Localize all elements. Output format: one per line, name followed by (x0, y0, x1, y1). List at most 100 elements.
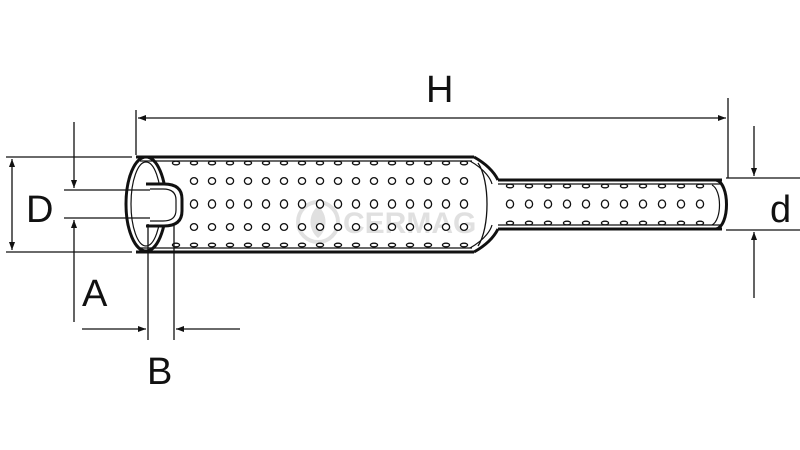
perforation-hole (695, 199, 705, 209)
perforation-hole (297, 222, 307, 232)
perforation-hole (243, 222, 253, 232)
perforation-hole (225, 199, 235, 209)
perforation-hole (581, 183, 591, 189)
perforation-hole (225, 242, 235, 248)
perforation-hole (333, 199, 343, 209)
perforation-hole (315, 199, 325, 209)
perforation-hole (387, 199, 397, 209)
perforation-hole (207, 242, 217, 248)
perforation-hole (581, 199, 591, 209)
perforation-hole (676, 199, 686, 209)
watermark-logo: CERMAG (296, 200, 476, 244)
perforation-hole (225, 176, 235, 186)
perforation-hole (459, 242, 469, 248)
perforation-hole (405, 222, 415, 232)
perforation-hole (387, 222, 397, 232)
perforation-hole (638, 183, 648, 189)
perforation-hole (351, 176, 361, 186)
perforation-hole (600, 183, 610, 189)
perforation-hole (459, 222, 469, 232)
perforation-hole (441, 176, 451, 186)
watermark-leaf-icon (310, 206, 326, 238)
perforation-hole (261, 222, 271, 232)
dimension-b: B (82, 224, 240, 393)
perforation-hole (600, 199, 610, 209)
perforation-hole (562, 199, 572, 209)
perforation-hole (261, 199, 271, 209)
perforation-hole (243, 242, 253, 248)
perforation-hole (333, 176, 343, 186)
perforation-hole (423, 222, 433, 232)
perforation-hole (279, 176, 289, 186)
perforation-hole (279, 242, 289, 248)
perforation-hole (243, 160, 253, 166)
perforation-hole (441, 160, 451, 166)
perforation-hole (189, 176, 199, 186)
label-a: A (82, 273, 108, 315)
perforation-hole (315, 160, 325, 166)
perforation-hole (562, 220, 572, 226)
perforation-hole (459, 176, 469, 186)
perforation-hole (279, 199, 289, 209)
perforation-hole (524, 199, 534, 209)
perforation-hole (387, 176, 397, 186)
perforation-hole (459, 160, 469, 166)
perforation-hole (543, 183, 553, 189)
perforation-hole (657, 183, 667, 189)
perforation-hole (351, 199, 361, 209)
perforation-hole (619, 199, 629, 209)
perforation-hole (243, 176, 253, 186)
perforation-hole (171, 160, 181, 166)
perforation-hole (676, 183, 686, 189)
perforation-hole (387, 242, 397, 248)
perforation-hole (441, 222, 451, 232)
perforation-hole (189, 242, 199, 248)
perforation-hole (600, 220, 610, 226)
perforation-hole (351, 160, 361, 166)
perforation-hole (333, 160, 343, 166)
perforation-hole (279, 222, 289, 232)
perforation-hole (423, 176, 433, 186)
perforation-hole (581, 220, 591, 226)
label-h: H (426, 69, 453, 111)
perforation-hole (315, 242, 325, 248)
perforation-hole (524, 183, 534, 189)
label-d-stem: d (770, 189, 791, 231)
perforation-hole (279, 160, 289, 166)
perforation-hole (441, 199, 451, 209)
perforation-hole (189, 222, 199, 232)
perforation-hole (189, 199, 199, 209)
dimension-a: A (64, 122, 150, 322)
perforation-hole (369, 222, 379, 232)
perforation-hole (261, 242, 271, 248)
perforation-hole (638, 199, 648, 209)
perforation-hole (225, 160, 235, 166)
perforation-hole (405, 242, 415, 248)
perforation-hole (297, 176, 307, 186)
key-slot (146, 182, 184, 228)
perforation-hole (695, 183, 705, 189)
perforation-hole (333, 222, 343, 232)
perforation-hole (369, 199, 379, 209)
perforation-hole (505, 199, 515, 209)
perforation-hole (638, 220, 648, 226)
dimension-d-stem: d (726, 126, 800, 298)
perforation-hole (297, 160, 307, 166)
perforation-hole (524, 220, 534, 226)
perforation-hole (315, 222, 325, 232)
perforation-hole (441, 242, 451, 248)
perforation-hole (505, 220, 515, 226)
perforation-hole (207, 176, 217, 186)
label-d: D (26, 189, 53, 231)
perforation-hole (423, 242, 433, 248)
perforation-hole (369, 160, 379, 166)
perforation-hole (351, 242, 361, 248)
perforation-hole (189, 160, 199, 166)
perforation-hole (405, 160, 415, 166)
perforation-hole (297, 242, 307, 248)
perforation-hole (695, 220, 705, 226)
perforation-hole (459, 199, 469, 209)
perforation-hole (619, 220, 629, 226)
perforation-hole (676, 220, 686, 226)
